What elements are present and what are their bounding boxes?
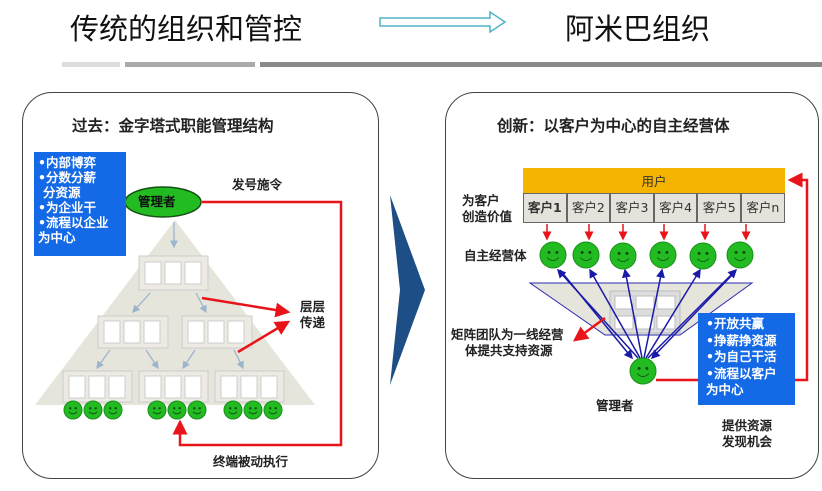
smiley-face-icon	[636, 366, 650, 377]
users-bar	[523, 168, 785, 193]
users-label: 用户	[641, 174, 667, 189]
smiley-face-icon	[733, 250, 747, 261]
value-label: 为客户创造价值	[462, 193, 513, 224]
customer-cell: 客户1	[523, 193, 567, 223]
smiley-face-icon	[192, 407, 202, 415]
trait-item: •流程以企业	[38, 215, 109, 230]
smiley-face-icon	[248, 407, 258, 415]
smiley-face-icon	[152, 407, 162, 415]
smiley-face-icon	[172, 407, 182, 415]
command-line	[172, 200, 343, 447]
smiley-face-icon	[546, 250, 560, 261]
trait-item: •分数分薪	[38, 170, 96, 185]
trait-item: •流程以客户	[706, 365, 777, 381]
smiley-face-icon	[579, 250, 593, 261]
smiley-face-icon	[616, 251, 630, 262]
right-manager-label: 管理者	[596, 398, 634, 413]
trait-item: 为中心	[706, 382, 744, 397]
execute-label: 终端被动执行	[213, 454, 289, 469]
divider-bar-mid	[125, 62, 255, 67]
smiley-face-icon	[268, 407, 278, 415]
right-traits-box: •开放共赢 •挣薪挣资源 •为自己干活 •流程以客户 为中心	[698, 313, 795, 405]
trait-item: •为企业干	[38, 200, 96, 215]
trait-item: 分资源	[43, 185, 81, 200]
trait-item: •为自己干活	[706, 349, 777, 364]
manager-smiley-icon	[629, 357, 657, 385]
trait-item: 为中心	[38, 230, 76, 245]
command-label: 发号施令	[232, 177, 283, 192]
smiley-face-icon	[656, 250, 670, 261]
org-boxes	[62, 255, 285, 403]
relay-label: 层层传递	[300, 299, 326, 330]
trait-item: •挣薪挣资源	[706, 332, 777, 348]
left-traits-box: •内部博弈 •分数分薪 分资源 •为企业干 •流程以企业 为中心	[34, 152, 126, 256]
divider-bar-dark	[260, 62, 822, 67]
customer-cell: 客户4	[653, 193, 698, 223]
right-panel-title: 创新：以客户为中心的自主经营体	[497, 117, 730, 135]
chevron-icon	[390, 195, 425, 385]
pyramid	[35, 220, 315, 405]
matrix-label: 矩阵团队为一线经营体提共支持资源	[451, 327, 564, 358]
left-smiley-icons	[63, 400, 283, 420]
trait-item: •开放共赢	[706, 316, 764, 331]
divider-bar-light	[62, 62, 120, 67]
left-heading: 传统的组织和管控	[70, 12, 303, 46]
customer-cell: 客户3	[610, 193, 654, 223]
smiley-face-icon	[696, 251, 710, 262]
units-label: 自主经营体	[464, 248, 527, 263]
smiley-face-icon	[108, 407, 118, 415]
smiley-face-icon	[68, 407, 78, 415]
left-manager-label: 管理者	[138, 194, 176, 209]
customer-cell: 客户2	[566, 193, 611, 223]
right-heading: 阿米巴组织	[565, 12, 711, 46]
smiley-face-icon	[228, 407, 238, 415]
customer-cell: 客户n	[741, 193, 785, 223]
left-panel-title: 过去：金字塔式职能管理结构	[72, 117, 274, 135]
trait-item: •内部博弈	[38, 155, 96, 170]
resource-label: 提供资源发现机会	[722, 418, 773, 449]
smiley-face-icon	[88, 407, 98, 415]
customer-cell: 客户5	[697, 193, 741, 223]
unit-smiley-icons	[539, 241, 754, 385]
